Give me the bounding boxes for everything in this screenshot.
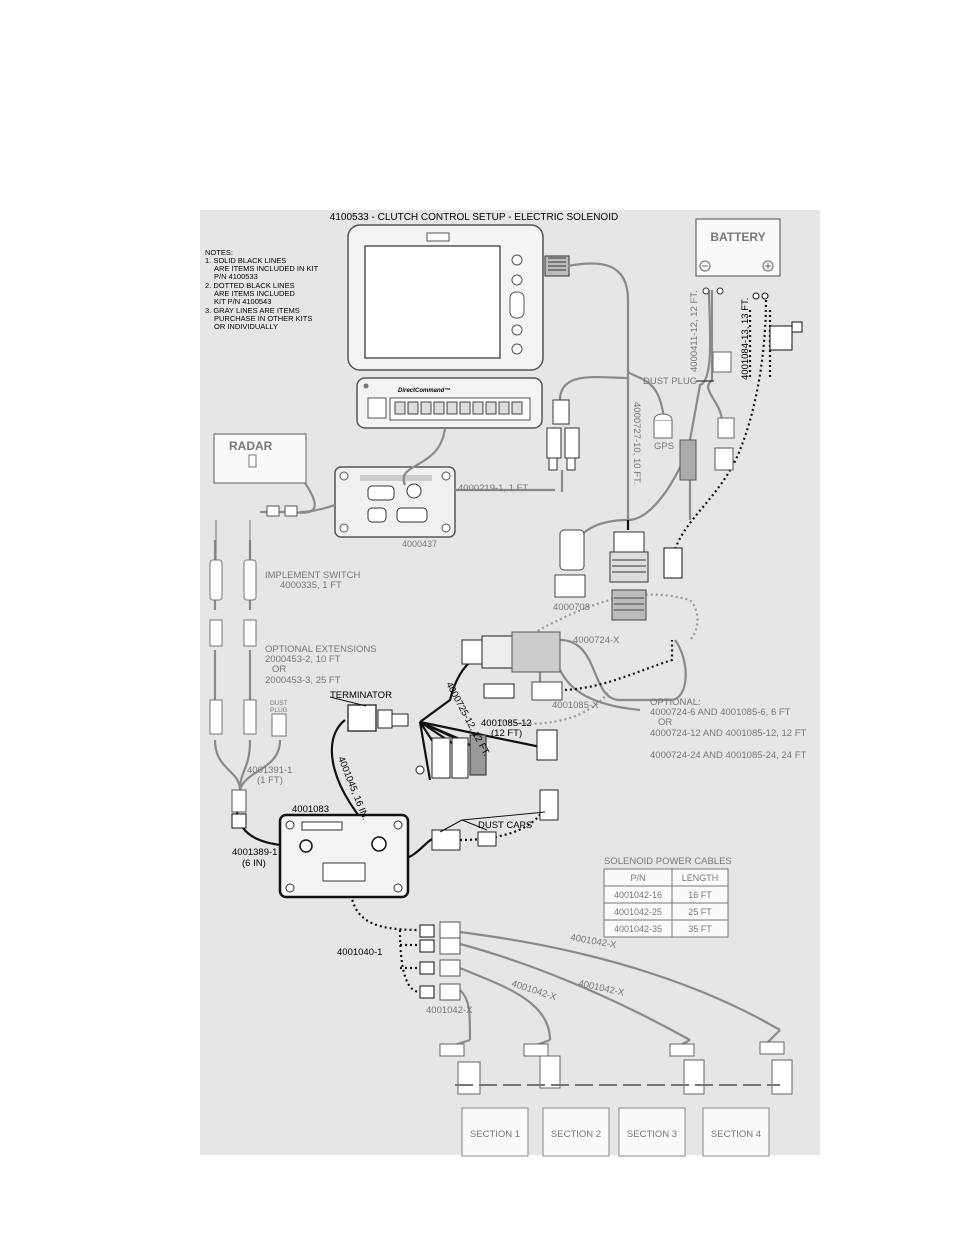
table-cell: 25 FT	[688, 907, 712, 917]
cable-4001391-label: 4001391-1	[247, 765, 292, 776]
table-cell: 4001042-35	[614, 924, 662, 934]
aux-input-module	[334, 466, 456, 538]
solenoid-output-connectors	[419, 921, 461, 1001]
display-connector	[544, 255, 570, 277]
console-brand-label: DirectCommand™	[398, 387, 450, 394]
part-4000708	[554, 529, 586, 598]
note-line: PURCHASE IN OTHER KITS	[214, 314, 312, 323]
battery-terminals	[663, 287, 803, 579]
dust-plug-label: DUST PLUG	[643, 376, 697, 387]
cable-4001389-length: (6 IN)	[242, 858, 266, 869]
battery: BATTERY	[695, 218, 781, 277]
dust-caps-label: DUST CAPS	[478, 820, 532, 831]
table-cell: 16 FT	[688, 890, 712, 900]
battery-label: BATTERY	[710, 230, 765, 244]
section-2-label: SECTION 2	[551, 1129, 601, 1140]
diagram-title: 4100533 - CLUTCH CONTROL SETUP - ELECTRI…	[330, 212, 618, 223]
cable-4000727-label: 4000727-10, 10 FT.	[631, 402, 642, 484]
notes-block: NOTES: 1. SOLID BLACK LINES ARE ITEMS IN…	[205, 248, 319, 331]
section-boxes: SECTION 1 SECTION 2 SECTION 3 SECTION 4	[461, 1107, 770, 1157]
optional-extensions-label: OPTIONAL EXTENSIONS	[265, 644, 377, 655]
cable-4001085-12-length: (12 FT)	[491, 728, 522, 739]
note-line: OR INDIVIDUALLY	[214, 322, 278, 331]
cable-4001085x-label: 4001085-X	[552, 700, 599, 711]
gps-label: GPS	[654, 441, 674, 452]
table-cell: 4001042-25	[614, 907, 662, 917]
display-monitor	[347, 224, 544, 371]
optional-line: 4000724-24 AND 4001085-24, 24 FT	[650, 750, 807, 761]
implement-switch-connectors	[209, 520, 287, 829]
solenoid-power-cables-table: SOLENOID POWER CABLES P/N LENGTH 4001042…	[603, 856, 732, 938]
main-round-connector	[609, 531, 649, 621]
optional-line: 4000724-6 AND 4001085-6, 6 FT	[650, 707, 791, 718]
table-header: LENGTH	[682, 873, 719, 883]
table-title: SOLENOID POWER CABLES	[604, 856, 732, 867]
extension-or: OR	[272, 664, 286, 675]
clutch-control-module	[278, 813, 410, 899]
note-line: KIT P/N 4100543	[214, 297, 271, 306]
cable-4001391-length: (1 FT)	[257, 775, 283, 786]
clutch-module-label: 4001083	[292, 804, 329, 815]
cable-4000219-label: 4000219-1, 1 FT	[458, 483, 528, 494]
implement-switch-pn: 4000335, 1 FT	[280, 580, 342, 591]
small-dust-plug-label: DUST	[270, 700, 288, 707]
extension-25ft: 2000453-3, 25 FT	[265, 675, 341, 686]
note-line: P/N 4100533	[214, 272, 258, 281]
section-3-label: SECTION 3	[627, 1129, 677, 1140]
terminator-label: TERMINATOR	[330, 690, 392, 701]
part-4000708-label: 4000708	[553, 602, 590, 613]
note-line: 1. SOLID BLACK LINES	[205, 256, 286, 265]
cable-4000411-label: 4000411-12, 12 FT.	[689, 290, 700, 372]
gps-receiver	[653, 413, 673, 439]
table-header: P/N	[630, 873, 645, 883]
note-line: 3. GRAY LINES ARE ITEMS	[205, 306, 300, 315]
note-line: 2. DOTTED BLACK LINES	[205, 281, 295, 290]
cable-4001085-12-label: 4001085-12	[481, 718, 532, 729]
section-4-label: SECTION 4	[711, 1129, 761, 1140]
optional-line: 4000724-12 AND 4001085-12, 12 FT	[650, 728, 807, 739]
note-line: ARE ITEMS INCLUDED IN KIT	[214, 264, 319, 273]
solenoid-cable-label: 4001042-X	[426, 1005, 473, 1016]
cable-4000724x-label: 4000724-X	[573, 635, 620, 646]
radar-cable-connector	[266, 505, 298, 517]
notes-heading: NOTES:	[205, 248, 233, 257]
small-dust-plug-label: PLUG	[270, 707, 288, 714]
round-connector-pair	[546, 399, 580, 471]
table-cell: 35 FT	[688, 924, 712, 934]
solenoid-cable-label: 4001042-X	[510, 978, 558, 1003]
round-connector-left	[461, 631, 561, 673]
radar-label: RADAR	[229, 439, 273, 453]
clutch-solenoids	[439, 1041, 793, 1095]
implement-switch-label: IMPLEMENT SWITCH	[265, 570, 360, 581]
optional-line: OR	[658, 717, 672, 728]
aux-module-pn: 4000437	[402, 539, 437, 549]
terminator-connector	[347, 704, 409, 732]
cable-4001389-label: 4001389-1	[232, 847, 277, 858]
optional-heading: OPTIONAL:	[650, 697, 701, 708]
connector-4001085x	[483, 681, 563, 701]
table-cell: 4001042-16	[614, 890, 662, 900]
radar: RADAR	[213, 433, 307, 484]
cable-4001040-label: 4001040-1	[337, 947, 382, 958]
directcommand-console: DirectCommand™	[356, 377, 543, 429]
extension-10ft: 2000453-2, 10 FT	[265, 654, 341, 665]
section-1-label: SECTION 1	[470, 1129, 520, 1140]
cable-4001084-label: 4001084-13, 13 FT.	[740, 298, 751, 380]
note-line: ARE ITEMS INCLUDED	[214, 289, 295, 298]
leader-lines	[329, 380, 714, 833]
